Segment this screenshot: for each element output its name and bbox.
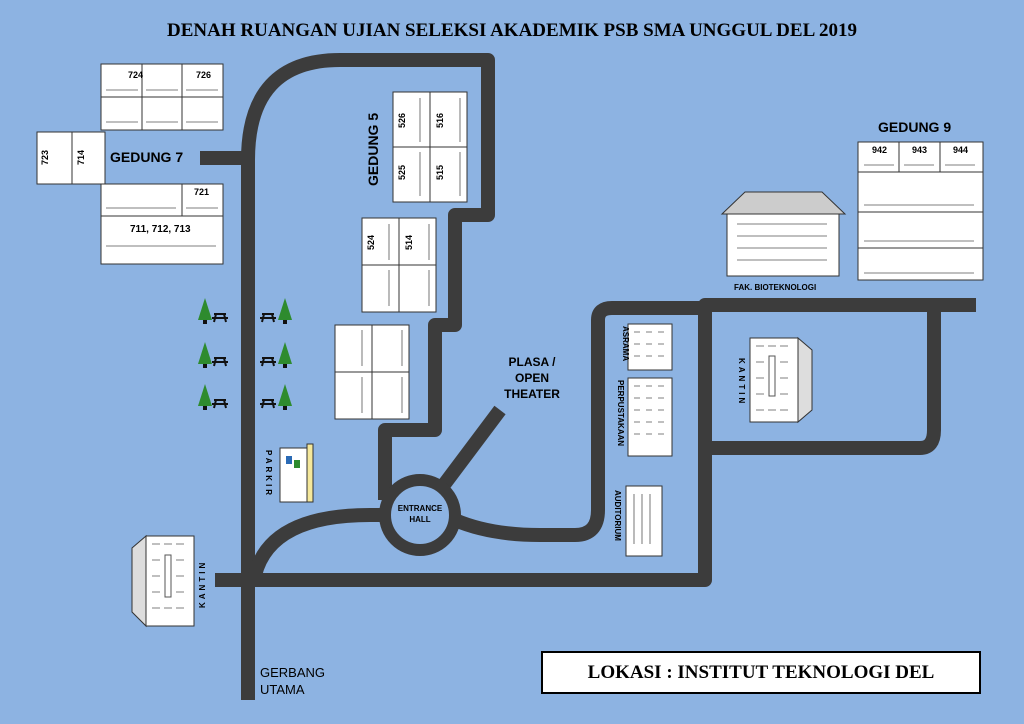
entrance-line1: ENTRANCE <box>398 504 443 513</box>
kantin-left-label: KANTIN <box>198 560 207 608</box>
gedung9-building <box>857 141 984 281</box>
entrance-circle <box>379 474 461 556</box>
map-title: DENAH RUANGAN UJIAN SELEKSI AKADEMIK PSB… <box>167 20 857 41</box>
plasa-line1: PLASA / <box>509 355 557 369</box>
room-944: 944 <box>953 145 968 155</box>
room-942: 942 <box>872 145 887 155</box>
room-711-713: 711, 712, 713 <box>130 224 191 235</box>
road-plasa <box>434 405 506 495</box>
main-road-left <box>241 53 495 700</box>
room-515: 515 <box>435 165 445 180</box>
gerbang-line2: UTAMA <box>260 682 305 697</box>
gedung9-label: GEDUNG 9 <box>878 119 951 135</box>
gedung5: 526 516 525 515 524 514 GEDUNG 5 <box>334 91 468 420</box>
kantin-right-label: KANTIN <box>737 358 746 406</box>
fak-bioteknologi: FAK. BIOTEKNOLOGI <box>720 191 847 292</box>
room-723: 723 <box>40 150 50 165</box>
fak-bioteknologi-label: FAK. BIOTEKNOLOGI <box>734 283 816 292</box>
room-514: 514 <box>404 235 414 250</box>
location-label: LOKASI : INSTITUT TEKNOLOGI DEL <box>587 661 935 683</box>
gedung7: 724 726 723 714 721 711, 712, 713 GEDUNG… <box>36 63 224 265</box>
room-943: 943 <box>912 145 927 155</box>
gerbang-utama: GERBANG UTAMA <box>260 665 325 697</box>
plasa: PLASA / OPEN THEATER <box>504 355 560 401</box>
asrama-perpus-audit: ASRAMA PERPUSTAKAAN AUDITORIUM <box>613 323 673 557</box>
asrama-building <box>627 323 673 371</box>
gedung9: 942 943 944 GEDUNG 9 <box>857 119 984 281</box>
trees <box>198 298 292 410</box>
kantin-right: KANTIN <box>737 336 813 424</box>
gedung7-block-left <box>36 131 106 185</box>
benches <box>212 313 276 409</box>
room-525: 525 <box>397 165 407 180</box>
location-box: LOKASI : INSTITUT TEKNOLOGI DEL <box>541 651 981 694</box>
room-724: 724 <box>128 70 143 80</box>
road-kantin-loop <box>705 305 941 455</box>
entrance-line2: HALL <box>409 515 430 524</box>
room-726: 726 <box>196 70 211 80</box>
room-516: 516 <box>435 113 445 128</box>
gedung5-label: GEDUNG 5 <box>365 113 381 186</box>
plasa-line2: OPEN <box>515 371 549 385</box>
gedung7-windows <box>106 89 218 123</box>
room-526: 526 <box>397 113 407 128</box>
gerbang-line1: GERBANG <box>260 665 325 680</box>
plasa-line3: THEATER <box>504 387 560 401</box>
perpustakaan-label: PERPUSTAKAAN <box>616 380 625 446</box>
gedung7-label: GEDUNG 7 <box>110 149 183 165</box>
perpustakaan-building <box>627 377 673 457</box>
kantin-left: KANTIN <box>131 534 207 628</box>
parkir: PARKIR <box>264 443 314 503</box>
room-721: 721 <box>194 187 209 197</box>
gedung7-block-bottom <box>100 183 224 265</box>
auditorium-label: AUDITORIUM <box>613 490 622 541</box>
parkir-label: PARKIR <box>264 450 273 498</box>
room-524: 524 <box>366 235 376 250</box>
room-714: 714 <box>76 150 86 165</box>
road-entrance-right <box>452 301 705 542</box>
roads <box>200 53 976 700</box>
auditorium-building <box>625 485 663 557</box>
road-to-entrance <box>248 508 385 577</box>
asrama-label: ASRAMA <box>621 326 630 361</box>
entrance-hall: ENTRANCE HALL <box>398 504 443 524</box>
